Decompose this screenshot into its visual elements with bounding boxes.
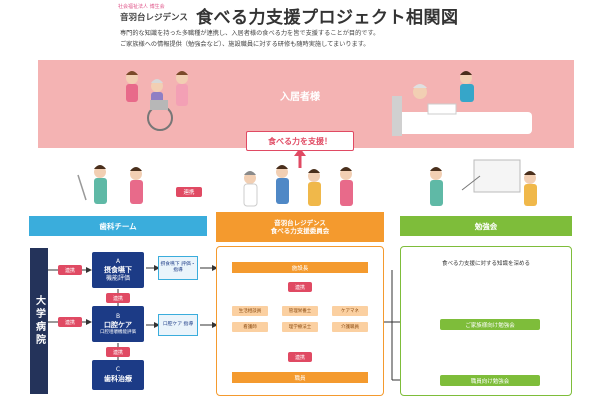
staff-illustration bbox=[77, 159, 537, 207]
committee-member: 理学療法士 bbox=[282, 322, 318, 332]
bedside-care-illustration bbox=[392, 71, 532, 136]
dental-box-letter: C bbox=[115, 366, 121, 374]
university-hospital-label: 大学病院 bbox=[30, 248, 48, 394]
residents-label: 入居者様 bbox=[280, 92, 320, 103]
page-title: 食べる力支援プロジェクト相関図 bbox=[196, 8, 459, 28]
committee-bottom-bar: 職員 bbox=[232, 372, 368, 383]
collaboration-tag: 連携 bbox=[58, 317, 82, 327]
dental-box-c: C 歯科治療 bbox=[92, 360, 144, 390]
committee-member: ケアマネ bbox=[332, 306, 368, 316]
committee-header-line-1: 音羽台レジデンス bbox=[274, 218, 326, 227]
committee-member: 管理栄養士 bbox=[282, 306, 318, 316]
collaboration-tag: 連携 bbox=[58, 265, 82, 275]
committee-header: 音羽台レジデンス 食べる力支援委員会 bbox=[216, 212, 384, 242]
description-line-2: ご家族様への情報提供（勉強会など）、施設職員に対する研修も随時実施してまいります… bbox=[120, 41, 370, 48]
dental-box-b: B 口腔ケア 口腔咀嚼機能評価 bbox=[92, 306, 144, 342]
collaboration-tag: 連携 bbox=[106, 293, 130, 303]
study-header: 勉強会 bbox=[400, 216, 572, 236]
committee-top-bar: 施設長 bbox=[232, 262, 368, 273]
caregiver-group-illustration bbox=[126, 71, 188, 131]
dental-box-title: 口腔ケア bbox=[104, 321, 132, 329]
dental-side-box: 摂食嚥下 評価・指導 bbox=[158, 256, 198, 280]
collaboration-tag: 連携 bbox=[106, 347, 130, 357]
dental-side-box: 口腔ケア 指導 bbox=[158, 314, 198, 336]
dental-box-sub: 機能評価 bbox=[105, 275, 130, 282]
dental-box-a: A 摂食嚥下 機能評価 bbox=[92, 252, 144, 288]
collaboration-tag: 連携 bbox=[176, 187, 202, 197]
dental-box-letter: A bbox=[115, 257, 121, 265]
collaboration-tag: 連携 bbox=[288, 282, 312, 292]
committee-member: 生活相談員 bbox=[232, 306, 268, 316]
dental-box-title: 摂食嚥下 bbox=[104, 266, 132, 274]
dental-box-letter: B bbox=[115, 312, 121, 320]
dental-box-sub: 口腔咀嚼機能評価 bbox=[100, 330, 136, 335]
family-study-tag: ご家族様向け勉強会 bbox=[440, 319, 540, 330]
facility-name: 音羽台レジデンス bbox=[120, 13, 188, 23]
support-badge: 食べる力を支援！ bbox=[246, 131, 354, 151]
collaboration-tag: 連携 bbox=[288, 352, 312, 362]
description-line-1: 専門的な知識を持った多職種が連携し、入居者様の食べる力を皆で支援することが目的で… bbox=[120, 30, 380, 37]
dental-team-header: 歯科チーム bbox=[29, 216, 207, 236]
organization-name: 社会福祉法人 博生会 bbox=[118, 4, 165, 10]
committee-header-line-2: 食べる力支援委員会 bbox=[270, 227, 330, 235]
study-lead-text: 食べる力支援に対する知識を深める bbox=[441, 261, 530, 267]
committee-member: 介護職員 bbox=[332, 322, 368, 332]
committee-member: 看護師 bbox=[232, 322, 268, 332]
staff-study-tag: 職員向け勉強会 bbox=[440, 375, 540, 386]
dental-box-title: 歯科治療 bbox=[104, 374, 132, 383]
